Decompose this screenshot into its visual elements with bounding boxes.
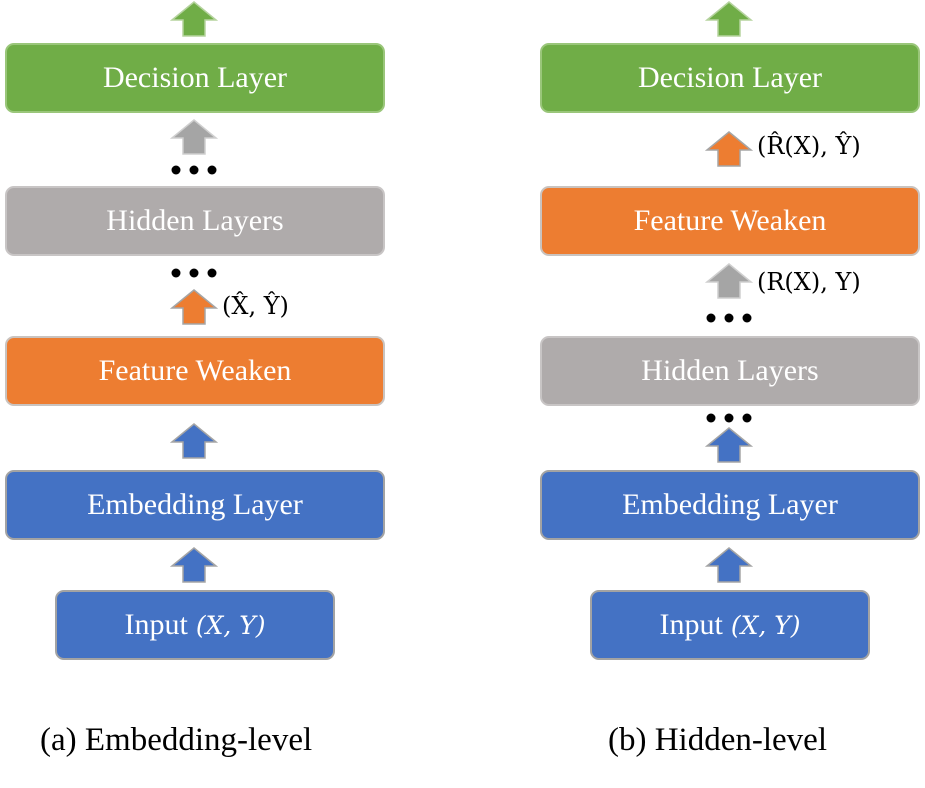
feature-weaken-box: Feature Weaken <box>540 186 920 256</box>
up-arrow-blue-icon <box>170 547 218 583</box>
up-arrow-orange-icon <box>170 289 218 325</box>
ellipsis-icon <box>171 165 217 175</box>
hidden-features-label: (R(X), Y) <box>757 268 861 296</box>
up-arrow-gray-icon <box>705 263 753 299</box>
up-arrow-blue-icon <box>705 427 753 463</box>
hidden-level-panel: Decision Layer (R̂(X), Ŷ) Feature Weaken… <box>535 0 925 788</box>
input-math-label: (X, Y) <box>195 610 266 640</box>
weakened-features-label: (R̂(X), Ŷ) <box>757 132 861 160</box>
panel-a-caption: (a) Embedding-level <box>40 722 313 758</box>
ellipsis-icon <box>171 268 217 278</box>
feature-weaken-box: Feature Weaken <box>5 336 385 406</box>
output-arrow-icon <box>705 1 753 37</box>
input-box: Input (X, Y) <box>55 590 335 660</box>
decision-layer-box: Decision Layer <box>5 43 385 113</box>
weakened-features-label: (X̂, Ŷ) <box>222 292 289 320</box>
feature-weaken-label: Feature Weaken <box>98 354 292 387</box>
hidden-layers-label: Hidden Layers <box>106 204 284 237</box>
embedding-layer-box: Embedding Layer <box>540 470 920 540</box>
input-box: Input (X, Y) <box>590 590 870 660</box>
embedding-layer-label: Embedding Layer <box>87 488 303 521</box>
hidden-layers-box: Hidden Layers <box>540 336 920 406</box>
output-arrow-icon <box>170 1 218 37</box>
decision-layer-box: Decision Layer <box>540 43 920 113</box>
embedding-layer-label: Embedding Layer <box>622 488 838 521</box>
input-label: Input <box>124 608 188 641</box>
embedding-layer-box: Embedding Layer <box>5 470 385 540</box>
embedding-level-panel: Decision Layer Hidden Layers (X̂, Ŷ) Fea… <box>0 0 390 788</box>
up-arrow-blue-icon <box>705 547 753 583</box>
decision-layer-label: Decision Layer <box>637 61 823 94</box>
input-math-label: (X, Y) <box>730 610 801 640</box>
decision-layer-label: Decision Layer <box>102 61 288 94</box>
ellipsis-icon <box>706 313 752 323</box>
up-arrow-blue-icon <box>170 423 218 459</box>
ellipsis-icon <box>706 413 752 423</box>
input-label: Input <box>659 608 723 641</box>
hidden-layers-box: Hidden Layers <box>5 186 385 256</box>
hidden-layers-label: Hidden Layers <box>641 354 819 387</box>
up-arrow-orange-icon <box>705 131 753 167</box>
up-arrow-gray-icon <box>170 119 218 155</box>
feature-weaken-label: Feature Weaken <box>633 204 827 237</box>
panel-b-caption: (b) Hidden-level <box>608 722 827 758</box>
